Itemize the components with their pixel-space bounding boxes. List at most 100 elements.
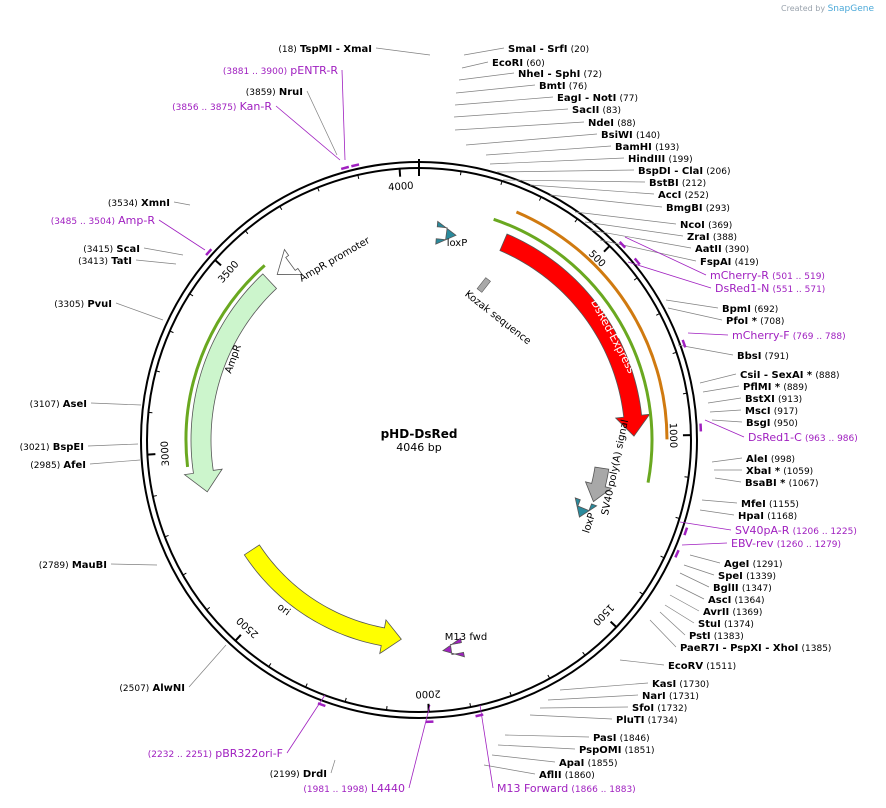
cut-site-label: (2789) MauBI [39, 560, 107, 571]
tick [398, 168, 402, 177]
cut-site-label: PstI (1383) [689, 631, 744, 642]
cut-leader [659, 611, 686, 636]
tick [574, 218, 578, 223]
cut-site-label: SacII (83) [572, 105, 621, 116]
cut-leader [375, 47, 431, 56]
cut-site-label: PasI (1846) [593, 733, 650, 744]
cut-site-label: BglII (1347) [713, 583, 772, 594]
feature-label-sv40-polya: SV40 poly(A) signal [600, 419, 631, 517]
cut-leader [711, 419, 743, 423]
cut-leader [491, 754, 556, 763]
tick [538, 196, 542, 201]
cut-site-label: XbaI * (1059) [746, 466, 813, 477]
cut-site-label: (3859) NruI [246, 87, 303, 98]
cut-leader [669, 594, 700, 612]
loxp-arrow-1 [435, 220, 457, 245]
primer-leader [704, 419, 745, 438]
cut-leader [574, 211, 677, 225]
feature-label-m13fwd: M13 fwd [445, 632, 487, 643]
plasmid-size: 4046 bp [396, 441, 441, 454]
plasmid-name: pHD-DsRed [381, 427, 458, 441]
primer-label: mCherry-R (501 .. 519) [710, 269, 825, 282]
cut-site-label: PluTI (1734) [616, 715, 678, 726]
cut-site-label: PspOMI (1851) [579, 745, 655, 756]
cut-site-label: BbsI (791) [737, 351, 789, 362]
tick-label: 4000 [388, 181, 414, 194]
cut-site-label: HindIII (199) [628, 154, 693, 165]
snapgene-logo-text: SnapGene [827, 4, 874, 14]
cut-leader [702, 385, 740, 393]
cut-leader [89, 459, 141, 465]
cut-leader [504, 734, 590, 738]
cut-site-label: SpeI (1339) [718, 571, 776, 582]
tick [344, 697, 347, 702]
tick [660, 555, 665, 559]
orf-arcs [184, 210, 669, 483]
cut-site-label: AgeI (1291) [724, 559, 783, 570]
cut-leader [143, 247, 184, 256]
cut-leader [173, 201, 191, 206]
primer-mark [340, 165, 350, 171]
tick [582, 651, 586, 656]
cut-site-label: (2199) DrdI [270, 769, 327, 780]
cut-leader [496, 169, 635, 173]
primer-mark [618, 241, 627, 249]
credit-prefix: Created by [781, 4, 826, 13]
tick [509, 691, 512, 697]
cut-leader [699, 373, 737, 384]
tick [547, 674, 551, 679]
ampr-promoter-arrow [276, 248, 303, 275]
cut-site-label: (3021) BspEI [20, 442, 84, 453]
cut-leader [667, 307, 723, 321]
cut-site-label: HpaI (1168) [738, 511, 797, 522]
primer-mark [317, 702, 326, 708]
cut-site-label: EagI - NotI (77) [557, 93, 638, 104]
ori-arrow [243, 544, 402, 655]
primer-label: DsRed1-N (551 .. 571) [715, 282, 825, 295]
cut-leader [683, 564, 715, 576]
cut-leader [677, 344, 734, 356]
cut-site-label: MscI (917) [745, 406, 798, 417]
cut-site-label: BstBI (212) [649, 178, 706, 189]
primer-label: (3856 .. 3875) Kan-R [172, 100, 272, 113]
cut-leader [502, 179, 646, 183]
primer-leader [341, 69, 346, 161]
primer-label: SV40pA-R (1206 .. 1225) [735, 524, 857, 537]
cut-leader [539, 706, 629, 709]
cut-site-label: BstXI (913) [745, 394, 802, 405]
cut-leader [455, 84, 536, 94]
cut-leader [679, 572, 710, 588]
primer-mark [633, 257, 641, 266]
cut-leader [135, 259, 177, 265]
cut-leader [701, 499, 738, 504]
cut-leader [483, 764, 536, 775]
cut-site-label: SfoI (1732) [632, 703, 687, 714]
cut-site-label: NheI - SphI (72) [518, 69, 602, 80]
cut-site-label: BpmI (692) [722, 304, 778, 315]
tick [684, 476, 689, 478]
orf-arc-green [493, 217, 654, 483]
cut-leader [649, 619, 677, 648]
tick [469, 703, 472, 708]
cut-site-label: (2985) AfeI [30, 460, 86, 471]
ampr-arrow [183, 273, 278, 493]
cut-leader [115, 302, 164, 321]
cut-site-label: StuI (1374) [698, 619, 754, 630]
primer-leader [479, 704, 494, 789]
tick [609, 620, 618, 628]
cut-site-label: BsiWI (140) [601, 130, 660, 141]
cut-site-label: (3107) AseI [30, 399, 87, 410]
ampr-orf-arc [184, 264, 266, 468]
cut-leader [463, 47, 505, 56]
cut-site-label: PfoI * (708) [726, 316, 784, 327]
cut-site-label: AscI (1364) [708, 595, 764, 606]
tick [317, 187, 320, 192]
cut-leader [454, 121, 585, 131]
cut-site-label: BsaBI * (1067) [745, 478, 819, 489]
tick [155, 370, 160, 373]
cut-site-label: CsiI - SexAI * (888) [740, 370, 840, 381]
cut-leader [711, 457, 743, 463]
cut-leader [489, 157, 625, 165]
cut-site-label: (18) TspMI - XmaI [278, 44, 372, 55]
tick [169, 330, 174, 334]
